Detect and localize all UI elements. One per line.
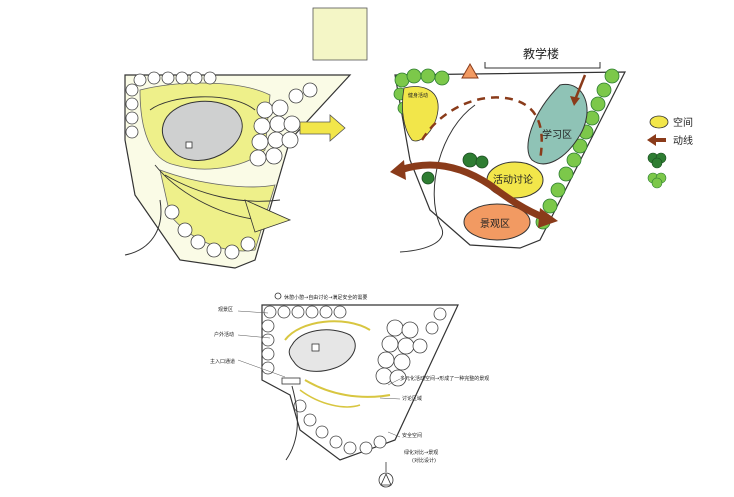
top-right-zoning-plan: 教学楼 健身活动 学习区 活动讨论	[390, 46, 626, 253]
zone-study-label: 学习区	[542, 128, 572, 141]
bottom-entrance-gate	[281, 377, 301, 385]
annotation-top: 休憩小憩→自由讨论→满足安全的需要	[284, 294, 367, 301]
bottom-yellow-path-a	[284, 320, 371, 341]
annotation-middle-right: 多元化活动空间→形成了一种完整的景观	[400, 375, 489, 382]
north-arrow-icon	[378, 462, 394, 488]
annotation-secondary-entrance: 户外活动	[214, 331, 234, 338]
annotation-bottom-sub: (对比设计)	[412, 457, 436, 464]
bottom-tree-cluster	[375, 319, 428, 387]
annotation-view-area: 观景区	[218, 306, 233, 313]
tree-cluster-right	[249, 82, 318, 167]
zoning-entrance-arc	[399, 104, 476, 253]
bottom-yellow-path-b	[304, 379, 391, 398]
arrowhead-right	[538, 208, 558, 228]
yellow-entry-arrow	[299, 114, 346, 142]
zone-activity-label: 活动讨论	[493, 173, 533, 186]
bottom-yellow-path-c	[299, 389, 361, 408]
annotation-safe: 安全空间	[402, 432, 422, 439]
zone-scenic	[463, 203, 531, 241]
paper-corner	[312, 7, 368, 61]
arrowhead-left	[390, 160, 406, 180]
path-curve-a	[149, 96, 256, 111]
marker-circle	[274, 292, 282, 300]
zone-study	[527, 84, 588, 165]
legend-light-tree-icon	[647, 172, 667, 189]
annotation-main-entrance: 主入口通道	[210, 358, 235, 365]
dark-tree-cluster	[421, 152, 489, 185]
building-bracket	[484, 62, 601, 69]
annotation-bottom: 绿化对比→景观	[404, 449, 438, 456]
bottom-annotated-plan: 休憩小憩→自由讨论→满足安全的需要 观景区 户外活动 主入口通道 多元化活动空间…	[210, 292, 489, 488]
bottom-lake	[288, 329, 356, 372]
main-circulation-arrow	[398, 161, 547, 222]
building-label: 教学楼	[523, 46, 559, 61]
zone-fitness-label: 健身活动	[408, 92, 428, 99]
entry-arrow-right	[573, 74, 587, 101]
dashed-circulation	[420, 96, 543, 161]
lake-shape	[161, 100, 243, 161]
zone-scenic-label: 景观区	[480, 218, 510, 230]
path-curve-c	[154, 164, 261, 221]
entry-arrowhead-right	[570, 96, 580, 106]
top-left-site-plan	[124, 7, 368, 269]
legend-dark-tree-icon	[647, 152, 667, 169]
wedge-shape	[244, 199, 292, 233]
bottom-tree-border-bottom	[293, 399, 387, 455]
entrance-arc	[124, 199, 162, 256]
top-entry-arrow	[461, 62, 479, 79]
bottom-tree-border-top	[261, 305, 447, 375]
annotation-leaders	[237, 310, 401, 438]
legend-circulation-head	[647, 134, 656, 146]
tree-border-bottom	[164, 204, 256, 260]
legend-space-swatch	[649, 115, 669, 129]
bottom-entrance-arc	[285, 385, 298, 461]
path-curve-b	[164, 174, 281, 202]
legend: 空间 动线	[647, 115, 693, 189]
pavilion-symbol	[185, 141, 193, 149]
bottom-pavilion	[311, 343, 320, 352]
annotation-discussion: 讨论区域	[402, 395, 422, 402]
legend-circulation-label: 动线	[673, 134, 693, 147]
legend-space-label: 空间	[673, 116, 693, 129]
tree-border-left	[125, 71, 217, 139]
